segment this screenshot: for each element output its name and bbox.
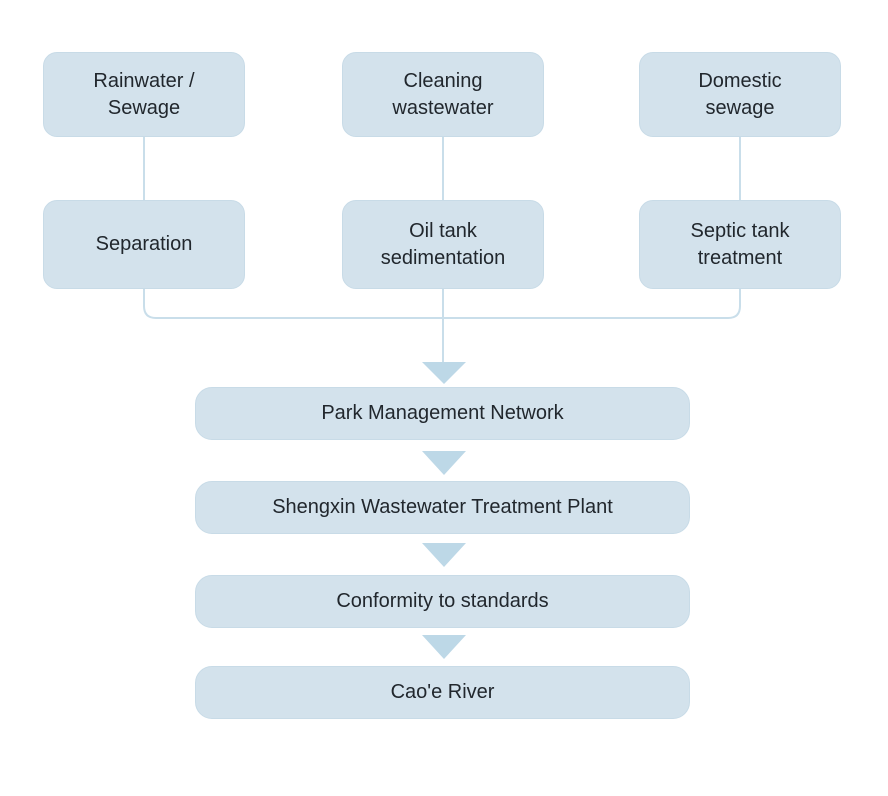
node-park-management-network: Park Management Network [195,387,690,440]
node-septic-tank-treatment: Septic tank treatment [639,200,841,289]
node-cleaning-wastewater: Cleaning wastewater [342,52,544,137]
arrow-standards-to-river-icon [422,635,466,659]
node-rainwater-sewage: Rainwater / Sewage [43,52,245,137]
arrow-plant-to-standards-icon [422,543,466,567]
node-domestic-sewage: Domestic sewage [639,52,841,137]
node-conformity-to-standards: Conformity to standards [195,575,690,628]
node-caoe-river: Cao'e River [195,666,690,719]
node-shengxin-treatment-plant: Shengxin Wastewater Treatment Plant [195,481,690,534]
arrowhead-to-network-icon [422,362,466,384]
node-separation: Separation [43,200,245,289]
arrow-network-to-plant-icon [422,451,466,475]
node-oil-tank-sedimentation: Oil tank sedimentation [342,200,544,289]
